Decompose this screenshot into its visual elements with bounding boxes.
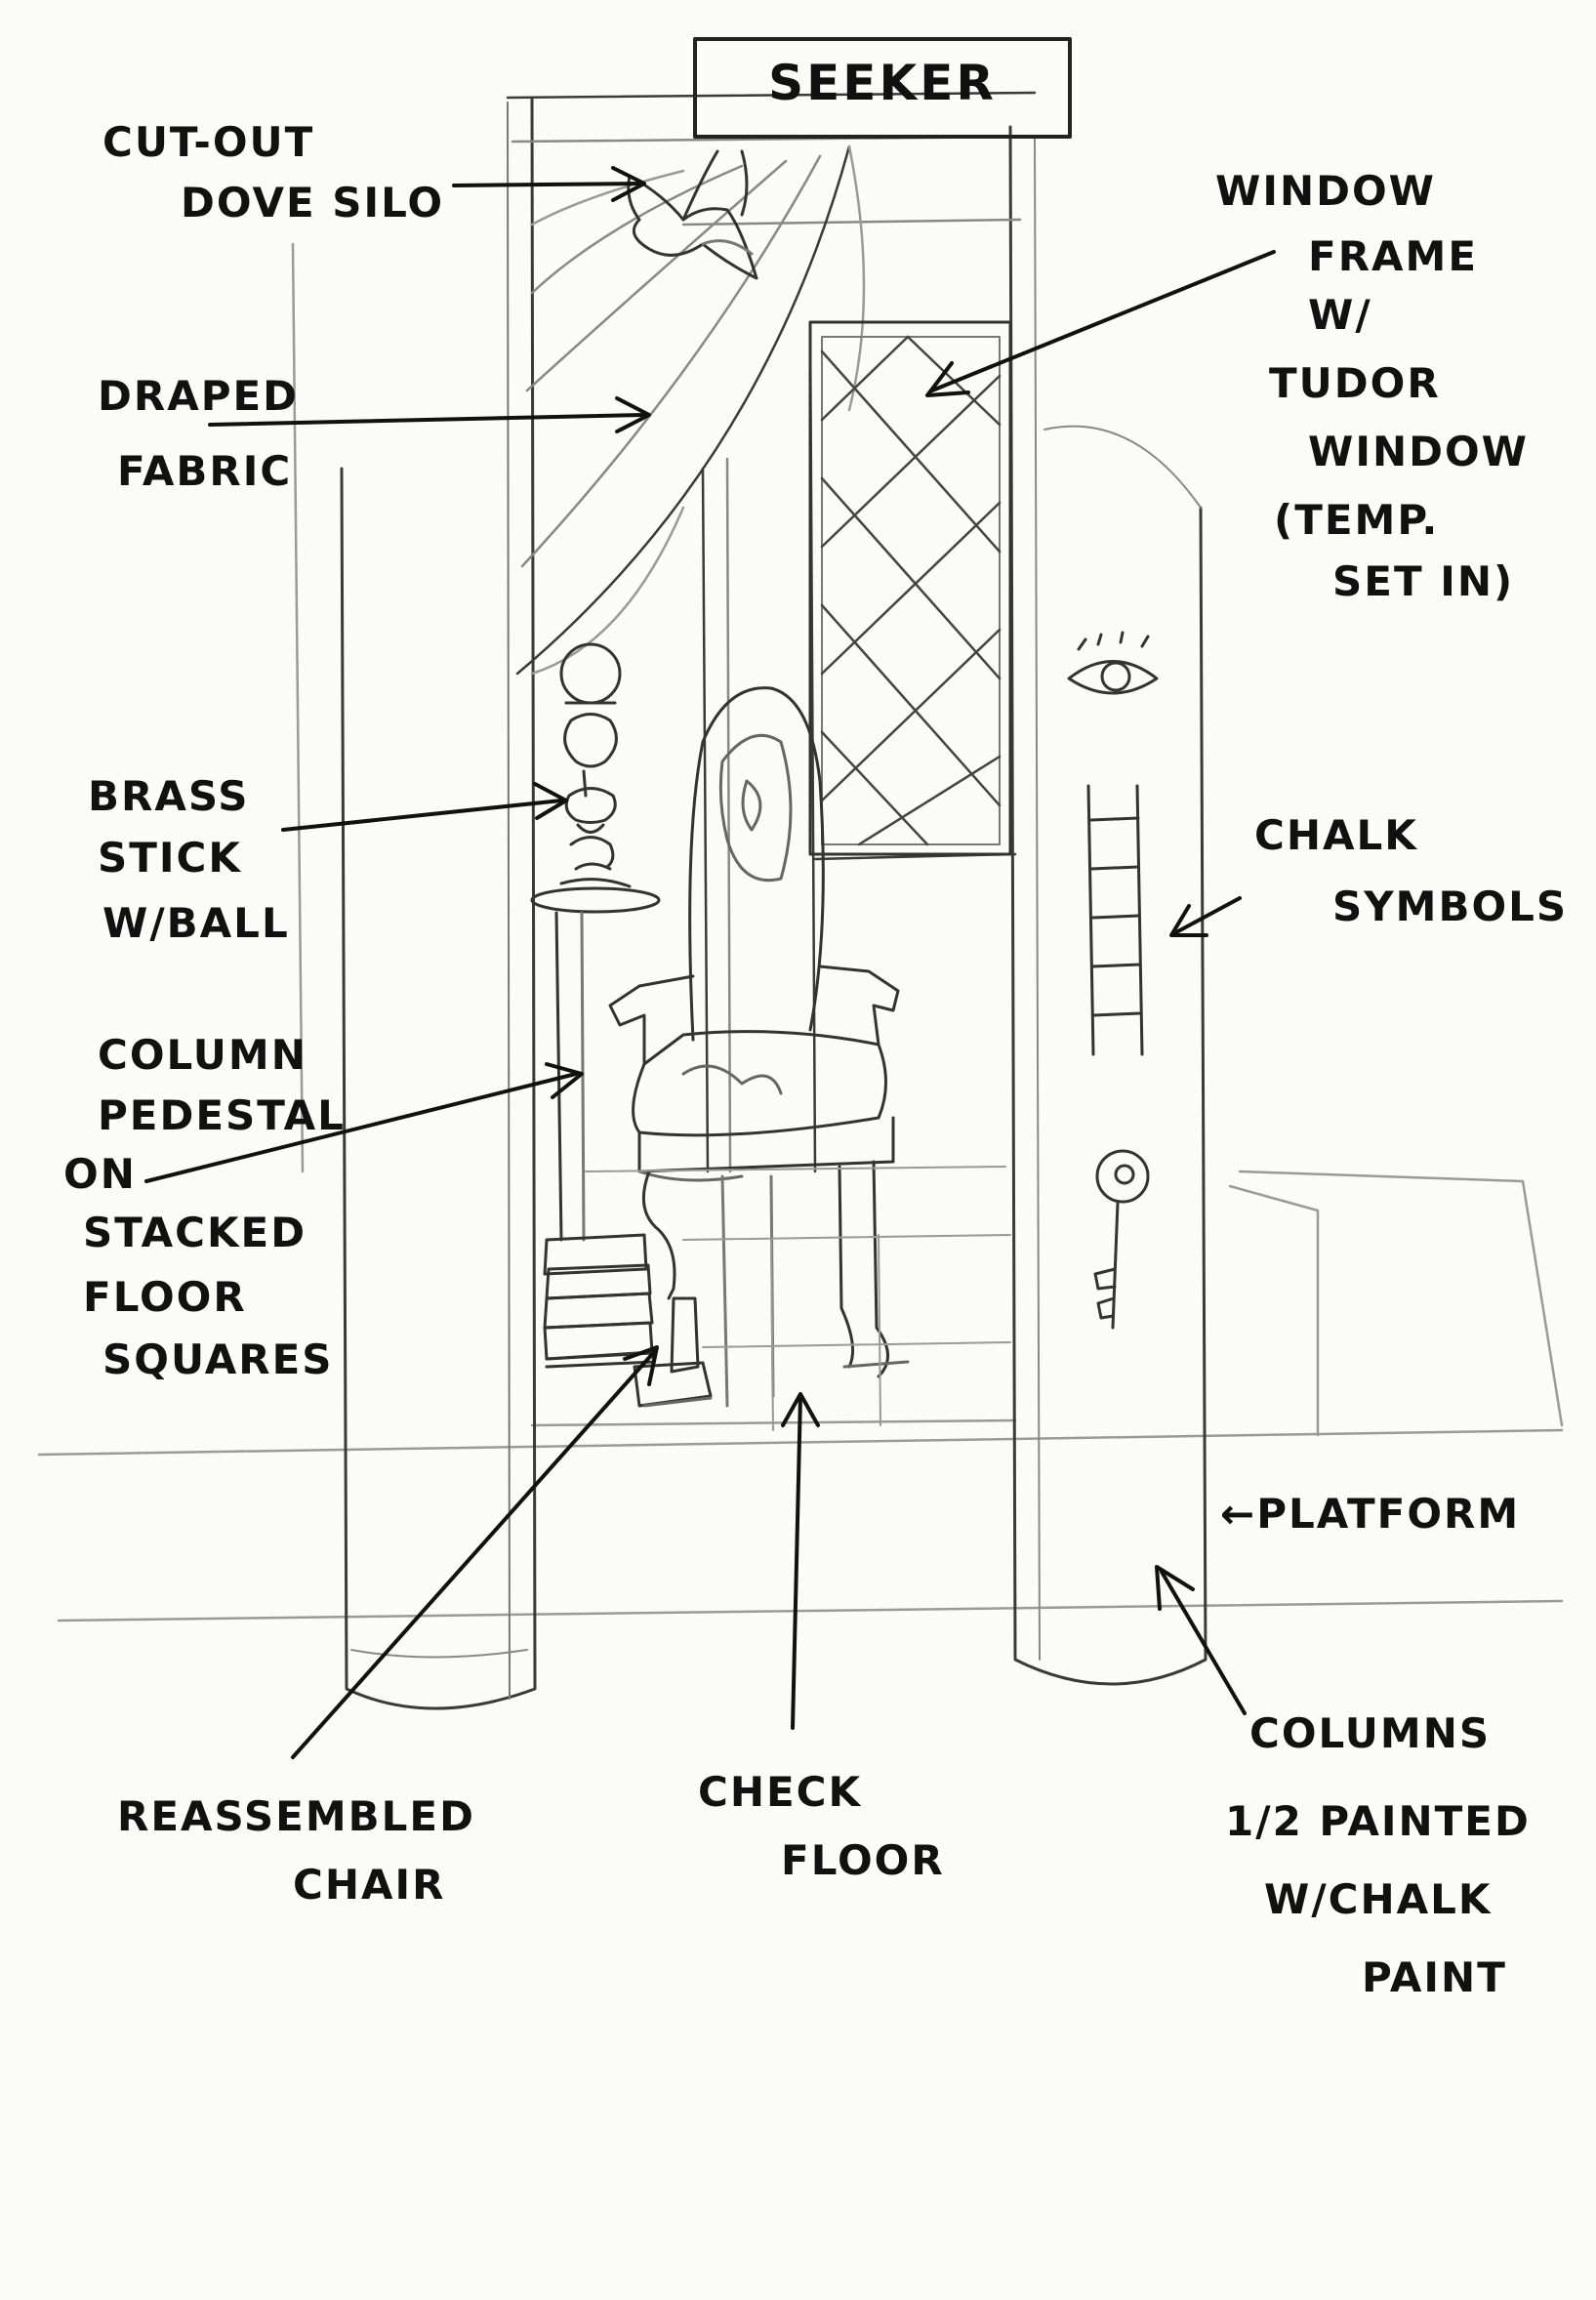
label-line: CHAIR (293, 1861, 446, 1909)
label-line: W/CHALK (1264, 1875, 1493, 1923)
label-line: CUT-OUT (102, 118, 315, 166)
back-wall (701, 320, 1017, 1173)
tudor-window (808, 320, 1012, 856)
draped-fabric (515, 144, 866, 676)
label-line: CHECK (698, 1768, 863, 1816)
label-line: WINDOW (1215, 167, 1436, 215)
label-line: BRASS (88, 772, 250, 820)
label-line: SQUARES (102, 1335, 334, 1383)
eye-chalk-symbol (1067, 631, 1159, 695)
label-line: SYMBOLS (1332, 883, 1569, 930)
label-line: FLOOR (781, 1836, 945, 1884)
label-line: CHALK (1254, 811, 1418, 859)
label-line: COLUMN (98, 1031, 307, 1079)
label-line: PEDESTAL (98, 1091, 346, 1139)
label-line: (TEMP. (1274, 496, 1440, 544)
label-line: FABRIC (117, 447, 293, 495)
label-line: FRAME (1308, 232, 1479, 280)
key-chalk-symbol (1093, 1149, 1150, 1330)
label-line: PAINT (1362, 1953, 1507, 2001)
label-line: DOVE SILO (181, 179, 445, 226)
sign-box (693, 37, 1072, 139)
label-line: REASSEMBLED (117, 1792, 475, 1840)
seeker-sign-text: SEEKER (768, 55, 997, 111)
label-line: ON (63, 1150, 137, 1198)
label-line: 1/2 PAINTED (1225, 1797, 1531, 1845)
label-line: COLUMNS (1249, 1709, 1492, 1757)
label-line: SET IN) (1332, 557, 1515, 605)
label-line: STACKED (83, 1209, 307, 1256)
label-line: W/ (1308, 291, 1372, 339)
ladder-chalk-symbol (1086, 784, 1144, 1056)
label-line: DRAPED (98, 372, 300, 420)
reassembled-chair (608, 686, 910, 1408)
label-line: W/BALL (102, 899, 290, 947)
label-line: WINDOW (1308, 428, 1529, 475)
column-pedestal (543, 911, 656, 1369)
label-line: TUDOR (1269, 359, 1441, 407)
check-floor (585, 1166, 1011, 1431)
dove-silhouette (627, 149, 758, 280)
label-line: ←PLATFORM (1220, 1490, 1521, 1538)
label-line: STICK (98, 834, 242, 882)
label-line: FLOOR (83, 1273, 247, 1321)
brass-stick-with-ball (530, 642, 661, 914)
right-column (1008, 125, 1207, 1686)
annotation-arrows (144, 166, 1276, 1759)
left-column (340, 96, 537, 1710)
